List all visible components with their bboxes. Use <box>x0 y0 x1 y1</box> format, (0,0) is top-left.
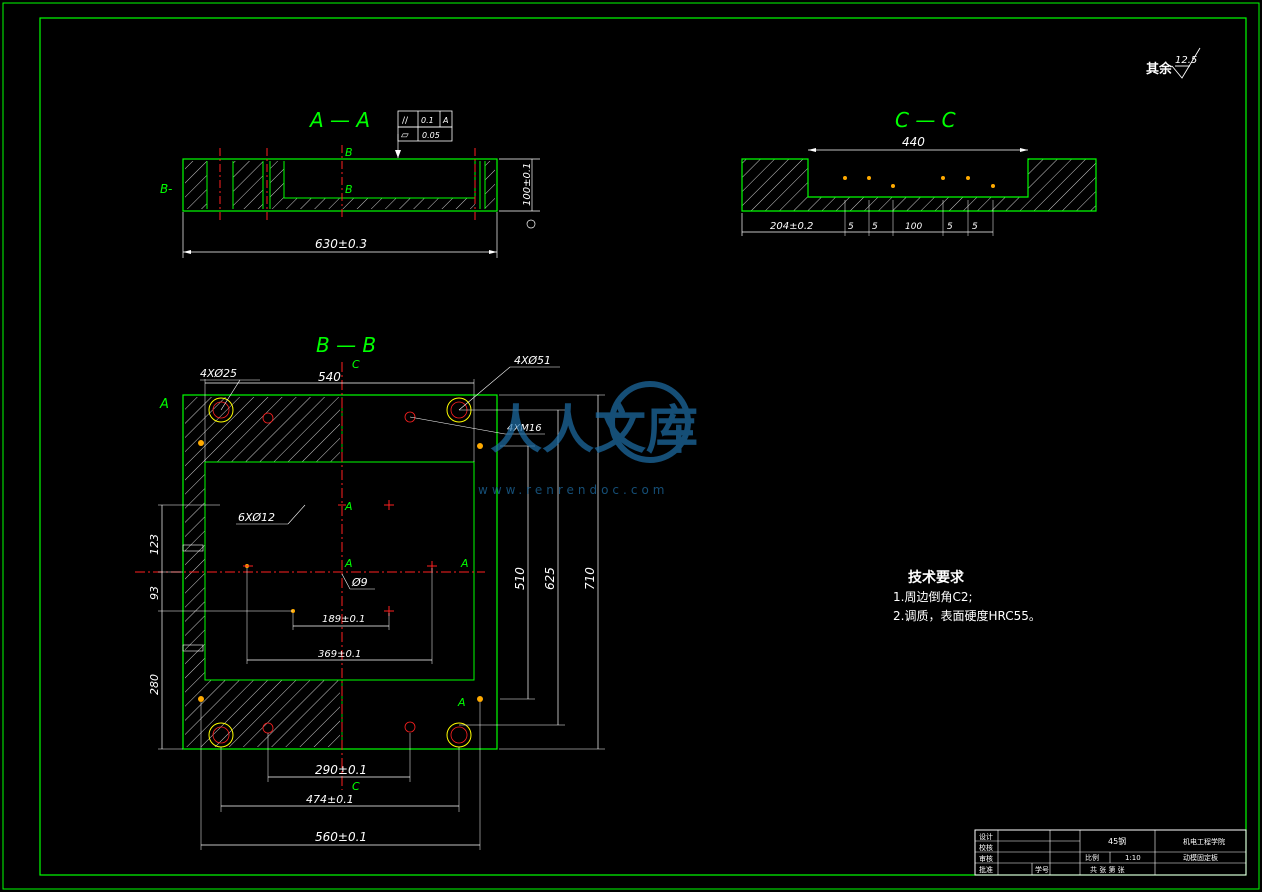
svg-text:共 张 第 张: 共 张 第 张 <box>1090 865 1125 874</box>
svg-text:290±0.1: 290±0.1 <box>315 763 367 777</box>
view-bb-title: B — B <box>316 333 376 357</box>
dim-cc-top: 440 <box>902 135 925 149</box>
watermark-url: www.renrendoc.com <box>478 483 668 497</box>
svg-text:A: A <box>457 696 466 709</box>
svg-text:4XØ25: 4XØ25 <box>200 367 237 380</box>
watermark: 人人文库 www.renrendoc.com <box>478 381 698 497</box>
svg-text:189±0.1: 189±0.1 <box>322 614 365 625</box>
svg-text:93: 93 <box>148 586 161 600</box>
svg-text:369±0.1: 369±0.1 <box>318 649 361 660</box>
svg-text:280: 280 <box>148 674 161 695</box>
svg-text:123: 123 <box>148 534 161 555</box>
svg-text:5: 5 <box>872 222 878 232</box>
svg-text:B: B <box>345 146 353 159</box>
svg-text:▱: ▱ <box>401 130 409 141</box>
svg-text:204±0.2: 204±0.2 <box>770 221 813 232</box>
tolerance-frame: // 0.1 A ▱ 0.05 <box>395 110 453 158</box>
view-cc: C — C 440 204±0.2 5 5 100 5 5 <box>741 108 1097 236</box>
view-aa-title: A — A <box>308 108 370 132</box>
tech-heading: 技术要求 <box>908 569 965 586</box>
svg-text:710: 710 <box>583 567 597 590</box>
svg-text:0.1: 0.1 <box>421 116 434 125</box>
svg-text:4XM16: 4XM16 <box>507 423 542 434</box>
svg-text:1:10: 1:10 <box>1125 854 1141 862</box>
svg-text:B: B <box>345 183 353 196</box>
inner-border <box>39 17 1247 876</box>
svg-text:审核: 审核 <box>979 854 993 863</box>
svg-text:474±0.1: 474±0.1 <box>306 793 354 806</box>
svg-text:A: A <box>442 116 448 125</box>
dim-aa-height: 100±0.1 <box>522 163 533 206</box>
svg-text:A: A <box>159 397 169 412</box>
tech-requirements: 技术要求 1.周边倒角C2; 2.调质，表面硬度HRC55。 <box>893 569 1041 623</box>
svg-text:B-: B- <box>160 182 172 196</box>
svg-text:625: 625 <box>543 567 557 590</box>
svg-text:4XØ51: 4XØ51 <box>514 354 551 367</box>
svg-text:设计: 设计 <box>979 832 993 841</box>
dim-aa-width: 630±0.3 <box>315 237 367 251</box>
svg-text:1.周边倒角C2;: 1.周边倒角C2; <box>893 590 973 604</box>
view-cc-title: C — C <box>895 108 956 132</box>
svg-text:45钢: 45钢 <box>1108 836 1126 846</box>
svg-text:比例: 比例 <box>1085 853 1099 862</box>
svg-text:510: 510 <box>513 567 527 590</box>
svg-text:A: A <box>344 557 353 570</box>
svg-text:0.05: 0.05 <box>422 131 440 140</box>
svg-text:100: 100 <box>905 222 922 232</box>
svg-text:A: A <box>460 557 469 570</box>
svg-text:动模固定板: 动模固定板 <box>1183 853 1218 862</box>
svg-text:Ø9: Ø9 <box>351 576 368 589</box>
dim-bb-top: 540 <box>318 370 341 384</box>
svg-text:机电工程学院: 机电工程学院 <box>1183 837 1225 846</box>
roughness-note: 其余 12.5 <box>1146 47 1201 79</box>
title-block: 设计 校核 审核 批准 学号 45钢 机电工程学院 比例 1:10 动模固定板 … <box>974 829 1247 876</box>
svg-text:批准: 批准 <box>979 865 993 874</box>
view-aa: A — A B B B- 630±0.3 <box>160 108 540 258</box>
svg-text://: // <box>402 116 409 126</box>
svg-text:5: 5 <box>848 222 854 232</box>
svg-text:5: 5 <box>947 222 953 232</box>
svg-text:C: C <box>352 780 360 793</box>
svg-text:6XØ12: 6XØ12 <box>238 511 275 524</box>
watermark-text: 人人文库 <box>490 401 698 461</box>
svg-text:A: A <box>344 500 353 513</box>
svg-text:12.5: 12.5 <box>1175 55 1197 66</box>
view-bb: B — B C C <box>135 333 605 850</box>
svg-text:5: 5 <box>972 222 978 232</box>
svg-text:C: C <box>352 358 360 371</box>
svg-text:校核: 校核 <box>979 843 993 852</box>
svg-text:2.调质，表面硬度HRC55。: 2.调质，表面硬度HRC55。 <box>893 608 1041 623</box>
svg-text:学号: 学号 <box>1035 865 1049 874</box>
svg-text:560±0.1: 560±0.1 <box>315 830 367 844</box>
svg-text:其余: 其余 <box>1146 61 1173 77</box>
